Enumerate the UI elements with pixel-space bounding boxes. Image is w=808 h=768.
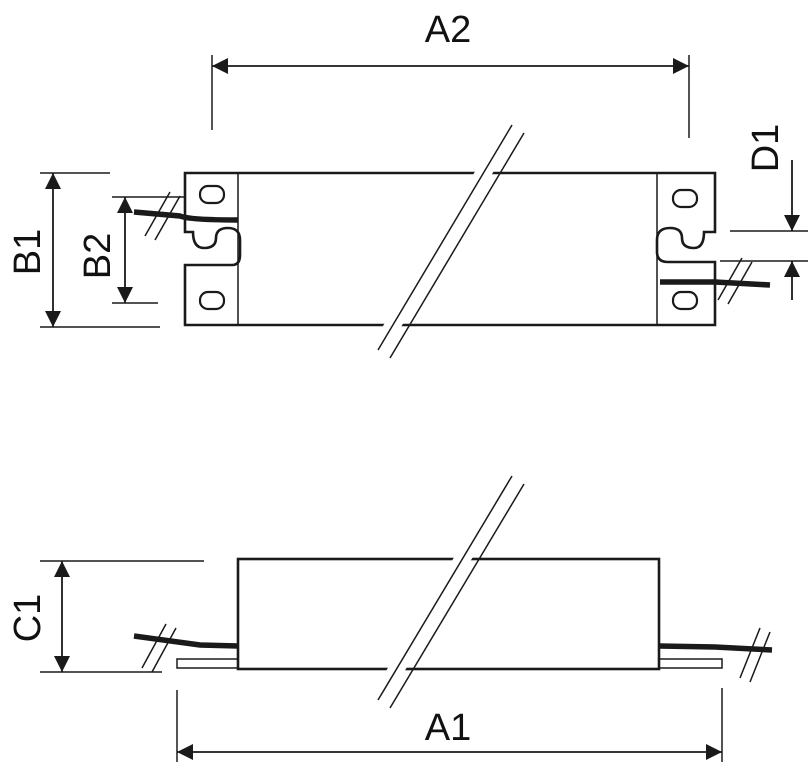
top-view xyxy=(40,55,808,359)
side-left-cable xyxy=(133,633,239,649)
side-right-cable-break-a xyxy=(739,627,761,679)
label-b1: B1 xyxy=(7,229,49,275)
side-left-cable-break-b xyxy=(151,627,177,673)
top-right-cable-break-b xyxy=(727,261,753,305)
top-right-cable xyxy=(660,279,771,288)
mounting-hole-bottom-left xyxy=(198,290,226,311)
side-view xyxy=(40,471,773,762)
label-a1: A1 xyxy=(425,707,471,749)
label-a2: A2 xyxy=(425,9,471,51)
top-left-cable-break-b xyxy=(154,195,181,241)
top-housing-outline xyxy=(183,171,717,327)
label-c1: C1 xyxy=(7,594,49,643)
mounting-hole-top-left xyxy=(198,184,226,205)
side-right-cable xyxy=(658,643,773,653)
label-b2: B2 xyxy=(77,233,119,279)
top-length-break xyxy=(371,120,525,359)
top-left-cable xyxy=(133,209,239,223)
top-left-cable-break-a xyxy=(144,191,171,237)
mounting-hole-bottom-right xyxy=(671,290,699,311)
top-right-cable-break-a xyxy=(717,257,743,301)
side-length-break xyxy=(371,471,525,709)
label-d1: D1 xyxy=(745,124,787,173)
side-right-cable-break-b xyxy=(749,631,771,683)
mounting-hole-top-right xyxy=(671,188,699,209)
side-left-cable-break-a xyxy=(141,623,167,669)
